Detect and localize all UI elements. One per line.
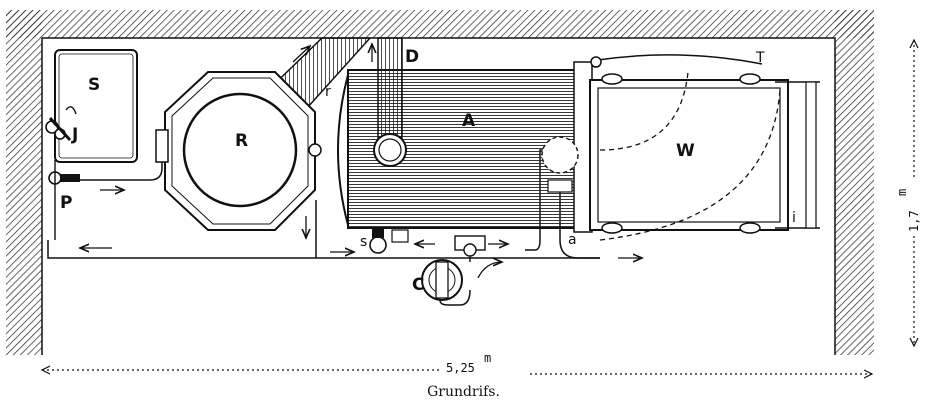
label-w: W — [676, 141, 695, 161]
walls — [6, 10, 874, 355]
label-s: S — [88, 75, 100, 95]
label-t: T — [755, 50, 765, 66]
label-r-retort: R — [235, 131, 248, 151]
pump-c — [421, 259, 463, 301]
caption: Grundrifs. — [427, 384, 500, 400]
height-value: 1,7 — [907, 210, 921, 232]
piping — [47, 148, 600, 306]
label-p: P — [60, 193, 72, 213]
left-wall — [6, 10, 42, 355]
valve-s — [369, 228, 409, 254]
dome-valve — [541, 136, 579, 193]
feed-valve — [454, 235, 486, 262]
label-j: J — [71, 125, 78, 145]
width-unit: m — [484, 351, 491, 365]
chimney-d — [373, 37, 407, 167]
label-a-small: a — [568, 232, 577, 248]
label-r: r — [325, 84, 331, 100]
width-dimension: 5,25 m — [40, 351, 874, 379]
width-value: 5,25 — [446, 361, 475, 375]
retort-r — [155, 71, 322, 231]
top-wall — [6, 10, 874, 38]
tank-s — [54, 49, 138, 163]
label-a: A — [462, 111, 476, 131]
wagon-w — [589, 54, 820, 241]
height-unit: m — [895, 189, 909, 196]
pump-p — [48, 160, 80, 240]
label-d: D — [405, 47, 419, 67]
label-s-valve: s — [360, 234, 367, 250]
injector-j — [45, 106, 77, 142]
height-dimension: 1,7 m — [895, 38, 921, 348]
flow-arrows — [80, 44, 642, 279]
label-c: C — [412, 275, 424, 295]
label-i: i — [792, 210, 796, 226]
right-wall — [835, 10, 874, 355]
